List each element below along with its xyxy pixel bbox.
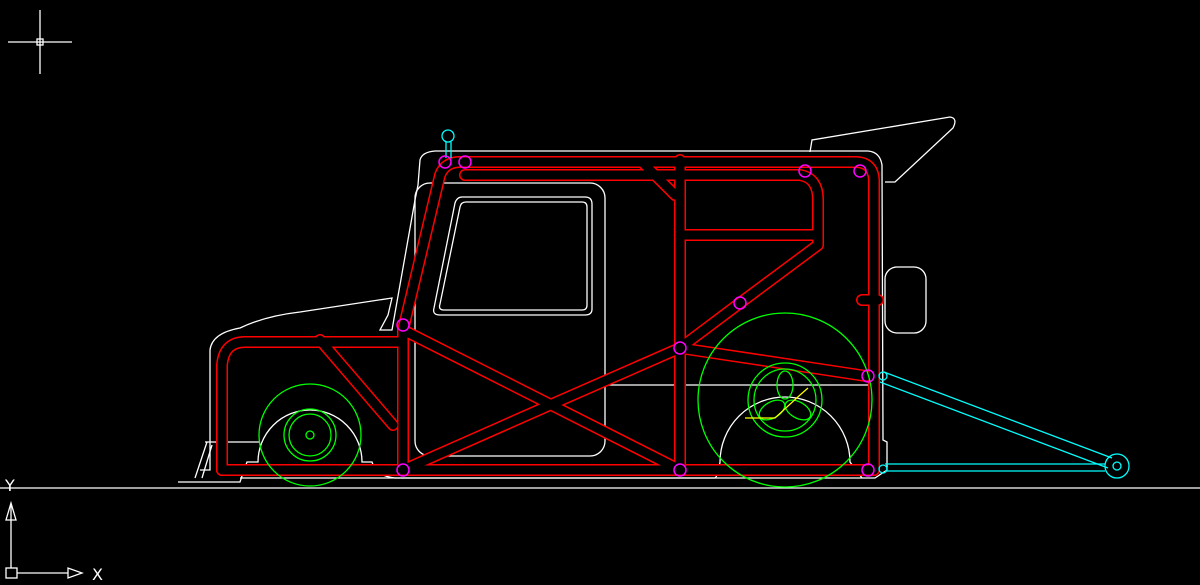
door xyxy=(414,182,606,457)
rear-wheel xyxy=(697,312,873,488)
rear-wing xyxy=(809,116,956,183)
spare-tire xyxy=(884,266,927,334)
ucs-icon xyxy=(5,500,84,579)
window-outer xyxy=(432,196,593,316)
tow-bar xyxy=(441,129,1130,479)
roll-cage xyxy=(216,154,884,476)
crosshair-cursor-icon xyxy=(8,10,72,74)
vehicle-body xyxy=(178,116,956,483)
front-wheel xyxy=(258,383,362,487)
window-inner xyxy=(438,201,588,311)
ucs-y-label: Y xyxy=(4,476,15,495)
ucs-x-label: X xyxy=(92,565,103,584)
rear-hardware xyxy=(745,387,809,419)
cage-joints xyxy=(396,155,875,477)
antenna-icon xyxy=(441,129,455,143)
